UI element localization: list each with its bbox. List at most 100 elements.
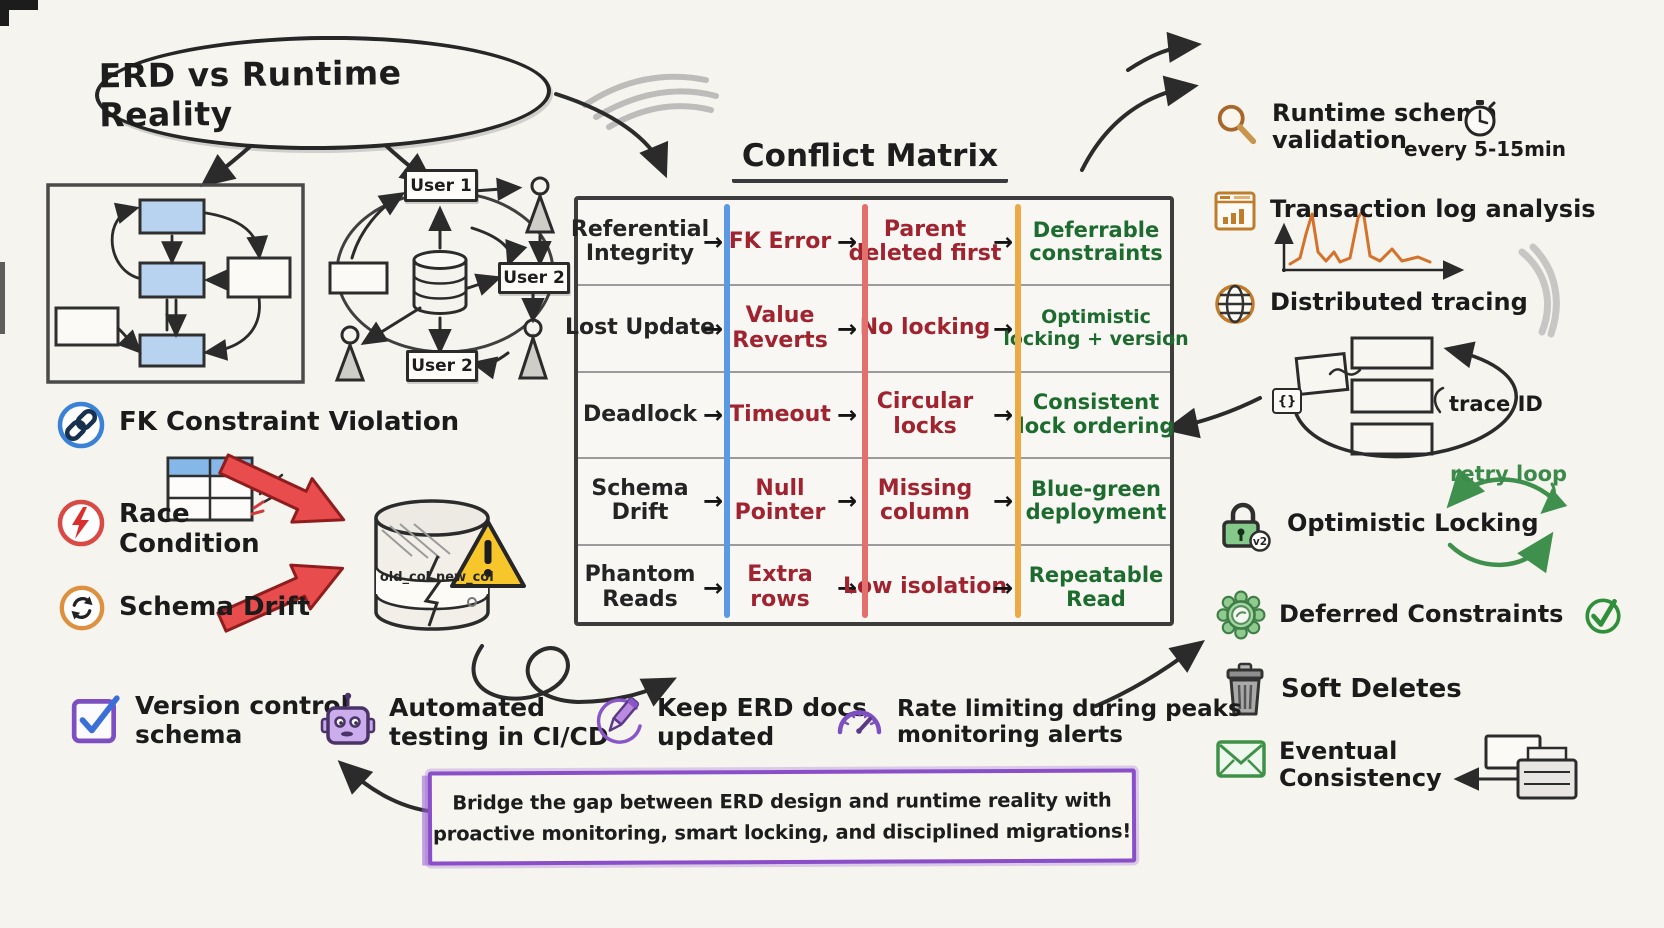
- matrix-row: Phantom Reads Extra rows Low isolation R…: [578, 546, 1170, 630]
- matrix-symptom: Null Pointer: [734, 475, 826, 526]
- log-window-icon: [1214, 191, 1256, 231]
- matrix-problem: Schema Drift: [591, 475, 689, 526]
- matrix-row: Deadlock Timeout Circular locks Consiste…: [578, 373, 1174, 460]
- practice-erd-docs: Keep ERD docs updated: [592, 693, 867, 751]
- matrix-row: Schema Drift Null Pointer Missing column…: [578, 459, 1170, 546]
- stopwatch-icon: [1464, 100, 1496, 137]
- practice-label: Keep ERD docs updated: [657, 693, 867, 751]
- arrow-icon: [992, 401, 1014, 429]
- matrix-cause: No locking: [859, 315, 991, 341]
- user1-label: User 1: [404, 169, 478, 202]
- new-column-label: new_col: [436, 570, 494, 585]
- pencil-icon: [596, 697, 642, 744]
- monitoring-label: Distributed tracing: [1270, 288, 1528, 316]
- matrix-cause: Circular locks: [876, 389, 974, 439]
- problem-label: Schema Drift: [119, 592, 311, 623]
- matrix-problem: Lost Update: [564, 315, 716, 341]
- arrow-icon: [702, 315, 724, 343]
- problem-label: FK Constraint Violation: [119, 407, 460, 437]
- strategy-label: Deferred Constraints: [1279, 600, 1564, 629]
- retry-loop-label: retry loop: [1450, 462, 1568, 486]
- lightning-icon: [57, 499, 105, 547]
- matrix-solution: Deferrable constraints: [1029, 217, 1163, 266]
- refresh-icon: [59, 585, 105, 631]
- monitoring-distributed-tracing: Distributed tracing: [1213, 282, 1528, 326]
- version-badge: v2: [1253, 536, 1267, 548]
- arrow-icon: [702, 401, 724, 429]
- matrix-cause: Missing column: [877, 475, 973, 526]
- scan-edge-marks: [0, 0, 38, 334]
- gauge-icon: [837, 709, 882, 735]
- matrix-solution: Optimistic locking + version: [1003, 306, 1189, 350]
- practice-automated-testing: Automated testing in CI/CD: [320, 690, 609, 751]
- matrix-symptom: Extra rows: [747, 562, 813, 612]
- rosette-icon: [1216, 590, 1266, 640]
- user2-bottom-label: User 2: [406, 350, 478, 382]
- globe-icon: [1215, 284, 1255, 324]
- solution-divider: [1015, 204, 1021, 618]
- strategy-soft-deletes: Soft Deletes: [1222, 662, 1462, 718]
- top-scribble: [582, 73, 719, 130]
- strategy-deferred-constraints: Deferred Constraints: [1216, 590, 1624, 640]
- arrow-icon: [992, 574, 1014, 602]
- problem-race-condition: Race Condition: [56, 498, 260, 559]
- old-column-label: old_col: [379, 570, 431, 585]
- validation-interval-note: every 5-15min: [1404, 137, 1567, 161]
- problem-label: Race Condition: [119, 499, 260, 559]
- matrix-cause: Parent deleted first: [848, 216, 1002, 267]
- monitoring-label: Transaction log analysis: [1270, 195, 1596, 223]
- monitoring-transaction-log: Transaction log analysis: [1213, 190, 1596, 232]
- summary-banner-text: Bridge the gap between ERD design and ru…: [432, 788, 1132, 846]
- problem-schema-drift: Schema Drift: [58, 584, 310, 632]
- practice-label: Rate limiting during peaks monitoring al…: [897, 696, 1242, 749]
- matrix-symptom: Timeout: [729, 401, 831, 427]
- erd-sketch: [46, 183, 305, 384]
- matrix-solution: Consistent lock ordering: [1017, 390, 1175, 438]
- envelope-icon: [1216, 740, 1266, 778]
- search-icon: [1217, 104, 1257, 145]
- summary-banner: Bridge the gap between ERD design and ru…: [427, 768, 1137, 866]
- strategy-label: Soft Deletes: [1281, 674, 1462, 705]
- page-title: ERD vs Runtime Reality: [94, 33, 552, 153]
- matrix-problem: Referential Integrity: [570, 216, 710, 267]
- check-circle-icon: [1585, 598, 1622, 634]
- padlock-icon: v2: [1222, 502, 1271, 552]
- trash-icon: [1226, 662, 1264, 716]
- matrix-problem: Deadlock: [582, 401, 698, 427]
- strategy-label: Eventual Consistency: [1279, 737, 1442, 793]
- arrow-icon: [702, 487, 724, 515]
- strategy-label: Optimistic Locking: [1287, 509, 1539, 538]
- practice-version-control: Version control schema: [70, 691, 350, 749]
- practice-label: Automated testing in CI/CD: [389, 693, 609, 751]
- arrow-icon: [836, 315, 858, 343]
- broken-database: [374, 499, 526, 631]
- arrow-icon: [836, 487, 858, 515]
- page-title-text: ERD vs Runtime Reality: [98, 53, 402, 135]
- user2-right-label: User 2: [498, 262, 570, 294]
- strategy-eventual-consistency: Eventual Consistency: [1216, 737, 1442, 793]
- matrix-solution: Repeatable Read: [1028, 563, 1164, 611]
- arrow-icon: [992, 228, 1014, 256]
- problem-fk-violation: FK Constraint Violation: [56, 400, 459, 450]
- code-chip-icon: {}: [1272, 388, 1302, 414]
- practice-rate-limiting: Rate limiting during peaks monitoring al…: [834, 696, 1242, 748]
- strategy-optimistic-locking: v2 Optimistic Locking: [1214, 496, 1539, 552]
- arrow-icon: [992, 487, 1014, 515]
- matrix-title: Conflict Matrix: [688, 138, 1052, 183]
- trace-id-label: trace ID: [1449, 392, 1543, 416]
- matrix-problem: Phantom Reads: [584, 562, 696, 612]
- checkbox-icon: [71, 695, 120, 744]
- matrix-row: Referential Integrity FK Error Parent de…: [571, 200, 1170, 287]
- matrix-symptom: Value Reverts: [732, 302, 828, 353]
- matrix-symptom: FK Error: [728, 228, 832, 254]
- cause-divider: [862, 204, 868, 618]
- arrow-icon: [702, 228, 724, 256]
- practice-label: Version control schema: [135, 691, 350, 749]
- robot-icon: [320, 692, 376, 745]
- chain-link-icon: [57, 401, 105, 449]
- consistency-diagram: [1453, 734, 1578, 800]
- arrow-icon: [702, 574, 724, 602]
- matrix-row: Lost Update Value Reverts No locking Opt…: [565, 286, 1189, 373]
- symptom-divider: [724, 204, 730, 618]
